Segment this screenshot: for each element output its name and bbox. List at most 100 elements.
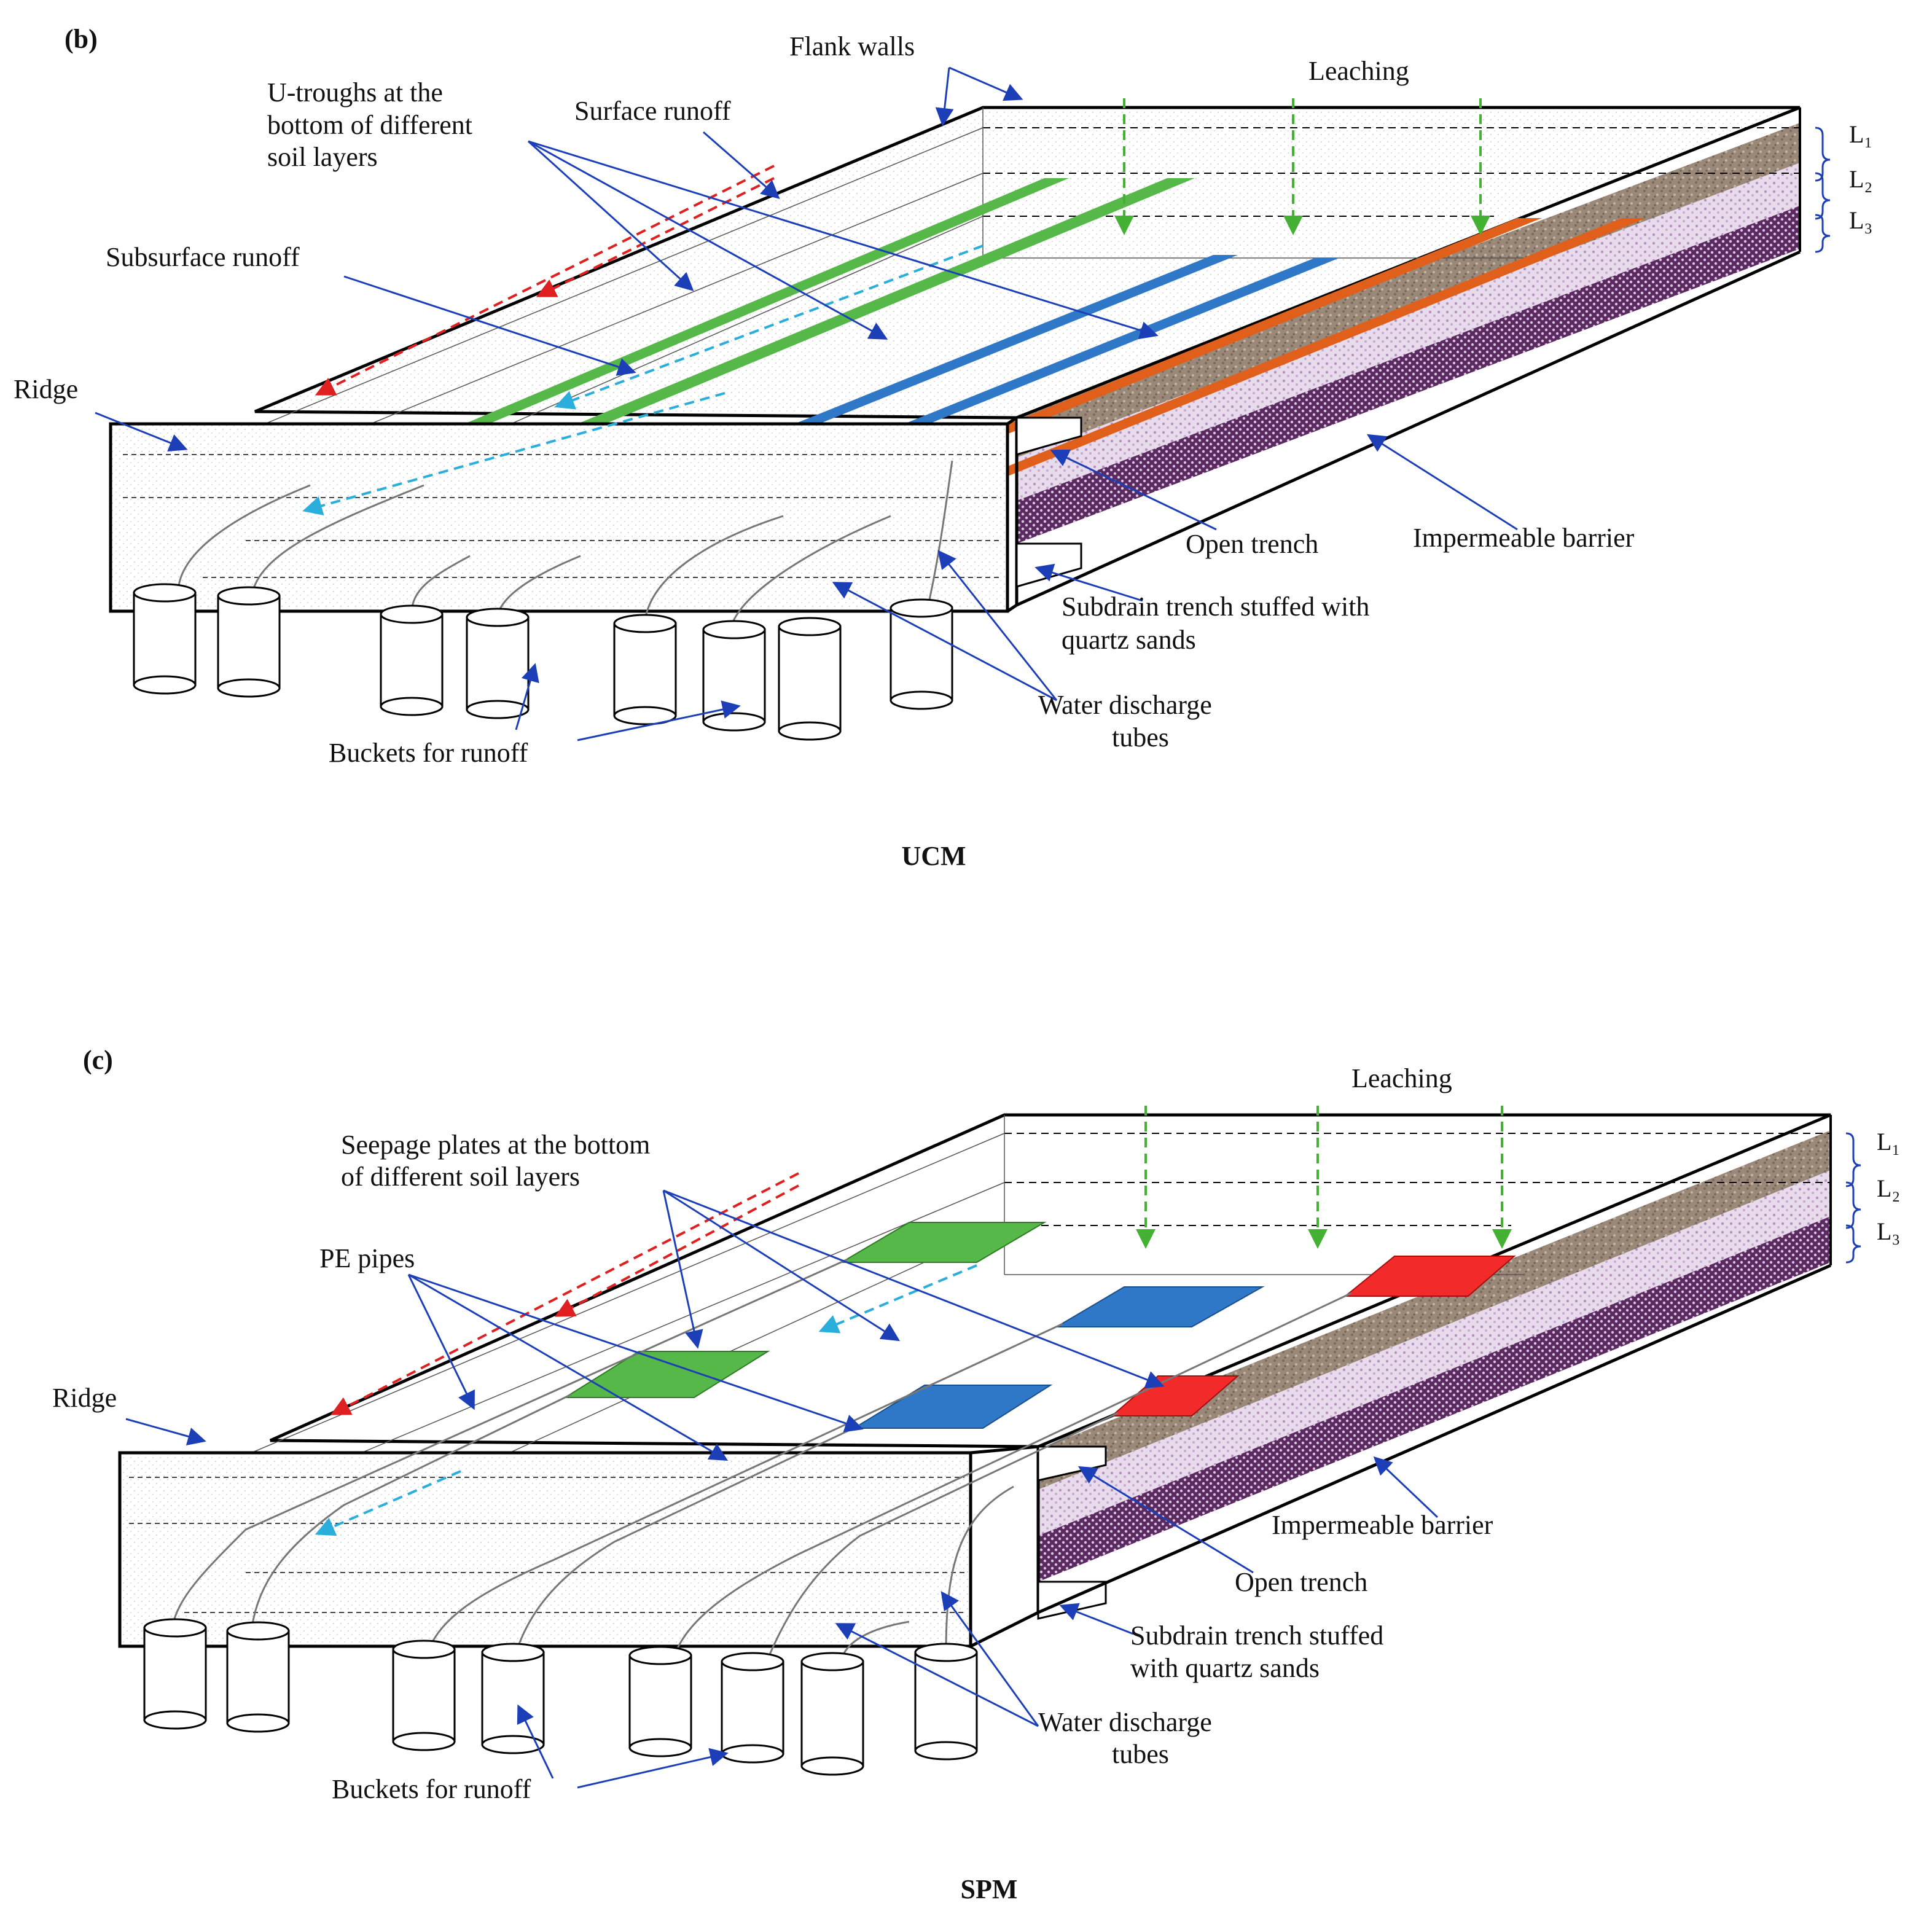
bucket-icon — [380, 604, 444, 716]
layer-brace-icon — [1815, 172, 1831, 220]
label-leaching: Leaching — [1351, 1063, 1452, 1093]
label-water-discharge-2: tubes — [1112, 1739, 1169, 1769]
arrow-icon — [703, 131, 780, 199]
arrow-icon — [832, 582, 1057, 702]
layer-lines-b — [983, 127, 1800, 217]
bucket-icon — [914, 1643, 978, 1761]
label-subdrain-2: with quartz sands — [1130, 1653, 1320, 1683]
label-subdrain-2: quartz sands — [1062, 625, 1196, 655]
layer-brace-icon — [1845, 1181, 1861, 1229]
dashed-arrow-icon — [315, 1470, 461, 1536]
arrow-icon — [528, 140, 1159, 340]
discharge-tubes-b — [177, 460, 953, 627]
label-buckets-runoff: Buckets for runoff — [329, 738, 528, 768]
arrow-icon — [408, 1273, 729, 1461]
arrow-icon — [95, 412, 188, 452]
arrow-icon — [663, 1189, 901, 1342]
label-open-trench: Open trench — [1186, 529, 1318, 559]
label-open-trench: Open trench — [1235, 1567, 1367, 1597]
panel-c: (c) — [52, 1045, 1900, 1904]
bucket-icon — [613, 614, 677, 725]
bucket-icon — [800, 1652, 864, 1776]
arrow-icon — [577, 1748, 729, 1789]
label-leaching: Leaching — [1308, 56, 1409, 86]
label-buckets-runoff: Buckets for runoff — [332, 1774, 531, 1804]
arrow-icon — [948, 66, 1023, 101]
arrow-icon — [577, 700, 741, 741]
arrow-icon — [935, 67, 954, 127]
panel-c-caption: SPM — [961, 1874, 1018, 1904]
layer-label-l1: L₁ — [1849, 120, 1872, 148]
bucket-icon — [466, 608, 530, 719]
bucket-icon — [143, 1618, 207, 1730]
seepage-plates-c — [563, 1222, 1516, 1429]
arrow-icon — [1034, 563, 1143, 602]
label-subdrain-1: Subdrain trench stuffed with — [1062, 592, 1369, 622]
label-flank-walls: Flank walls — [789, 31, 915, 61]
dashed-arrow-icon — [302, 392, 725, 515]
label-subsurface-runoff: Subsurface runoff — [106, 242, 300, 272]
arrow-icon — [835, 1623, 1039, 1727]
soil-profile-c — [1038, 1115, 1832, 1582]
layer-label-l2: L₂ — [1849, 165, 1872, 193]
arrow-icon — [527, 140, 694, 292]
dashed-arrow-icon — [818, 1264, 977, 1334]
panel-c-letter: (c) — [83, 1045, 113, 1075]
bucket-icon — [392, 1640, 456, 1751]
arrow-icon — [1077, 1466, 1254, 1574]
label-pe-pipes: PE pipes — [319, 1243, 415, 1273]
buckets-b — [133, 583, 953, 741]
layer-label-l1: L₁ — [1877, 1128, 1900, 1155]
layer-label-l3: L₃ — [1877, 1217, 1900, 1245]
bucket-icon — [890, 598, 953, 710]
arrow-icon — [515, 663, 539, 730]
plot-surface-b — [254, 106, 1801, 420]
bucket-icon — [481, 1643, 545, 1754]
label-water-discharge-1: Water discharge — [1038, 690, 1212, 720]
label-water-discharge-2: tubes — [1112, 722, 1169, 752]
soil-profile-b — [1017, 107, 1801, 544]
bucket-icon — [702, 620, 766, 732]
panel-b: (b) — [14, 24, 1872, 871]
layer-brace-icon — [1845, 1224, 1861, 1264]
front-box-c — [118, 1264, 1832, 1648]
arrow-icon — [1366, 434, 1518, 531]
layer-braces-b — [1815, 127, 1831, 253]
bucket-icon — [778, 617, 842, 741]
label-ridge: Ridge — [52, 1383, 117, 1413]
bucket-icon — [226, 1621, 290, 1733]
layer-brace-icon — [1845, 1132, 1861, 1187]
arrow-icon — [528, 140, 888, 340]
label-u-troughs-2: bottom of different — [267, 110, 472, 140]
arrow-icon — [408, 1273, 864, 1432]
dashed-arrow-icon — [554, 244, 984, 410]
label-u-troughs-1: U-troughs at the — [267, 77, 443, 107]
dashed-arrow-icon — [315, 165, 775, 396]
label-u-troughs-3: soil layers — [267, 142, 378, 172]
label-seepage-2: of different soil layers — [341, 1162, 580, 1192]
arrow-icon — [1050, 449, 1217, 531]
arrow-icon — [1059, 1603, 1134, 1635]
front-box-b — [109, 250, 1801, 613]
bucket-icon — [628, 1646, 692, 1757]
label-ridge: Ridge — [14, 374, 78, 404]
leader-arrows-b — [95, 66, 1518, 741]
arrow-icon — [662, 1190, 703, 1349]
dashed-arrow-icon — [536, 177, 775, 297]
layer-label-l2: L₂ — [1877, 1174, 1900, 1202]
layer-braces-c — [1845, 1132, 1861, 1264]
pe-pipes-c — [171, 1258, 1352, 1659]
label-surface-runoff: Surface runoff — [574, 96, 731, 126]
leader-arrows-c — [125, 1189, 1439, 1789]
arrow-icon — [343, 275, 636, 376]
buckets-c — [143, 1618, 978, 1776]
arrow-icon — [407, 1274, 475, 1410]
layer-brace-icon — [1815, 214, 1831, 253]
arrow-icon — [937, 550, 1058, 701]
arrow-icon — [941, 1591, 1039, 1727]
arrow-icon — [517, 1704, 554, 1779]
arrow-icon — [663, 1189, 1165, 1389]
layer-label-l3: L₃ — [1849, 206, 1872, 234]
bucket-icon — [721, 1652, 784, 1764]
